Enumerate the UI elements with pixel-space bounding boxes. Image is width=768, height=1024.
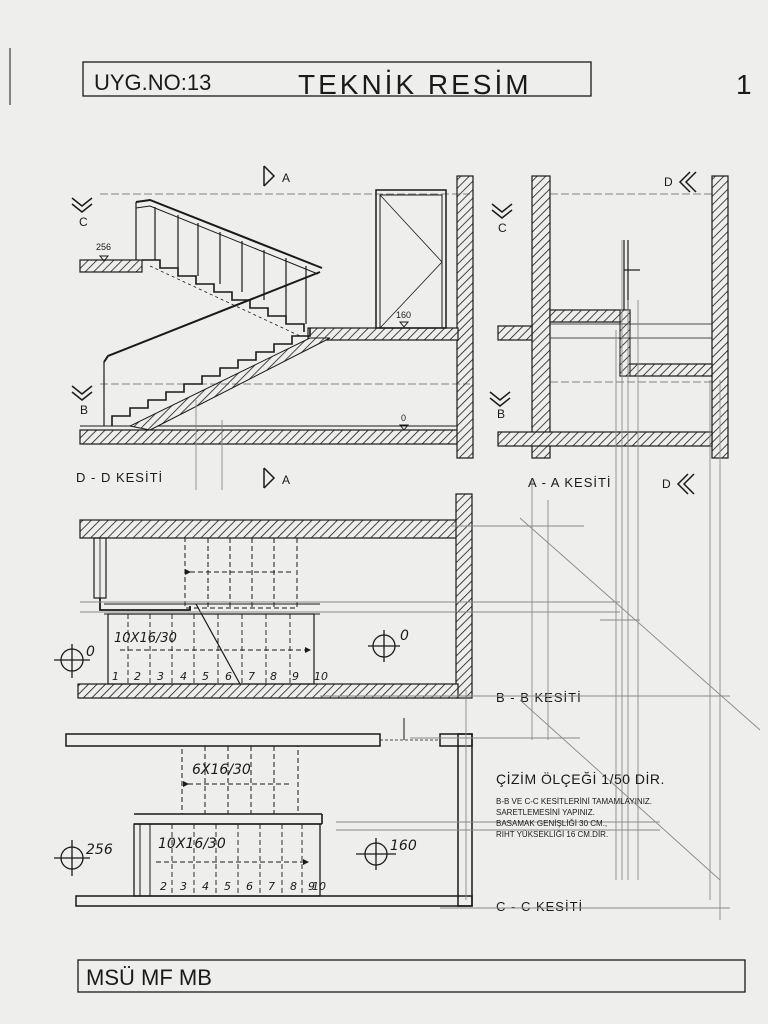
door-swing xyxy=(379,194,443,329)
svg-text:7: 7 xyxy=(268,880,275,893)
top-wall-bb xyxy=(79,519,459,539)
svg-text:4: 4 xyxy=(180,670,187,683)
level-circle-bb-left xyxy=(54,644,90,678)
level-cc-left: 256 xyxy=(86,842,113,858)
section-mark-a-bottom: A xyxy=(282,473,290,487)
level-circle-cc-right xyxy=(356,838,396,870)
section-mark-b-right: B xyxy=(497,407,505,421)
level-circle-cc-left xyxy=(54,840,90,876)
right-wall-dd xyxy=(456,175,474,459)
lower-flight-steps xyxy=(111,328,311,426)
upper-slab xyxy=(79,259,143,273)
svg-text:8: 8 xyxy=(290,880,297,893)
svg-text:3: 3 xyxy=(180,880,187,893)
svg-text:5: 5 xyxy=(202,670,209,683)
svg-text:2: 2 xyxy=(134,670,141,683)
stair-label-bb: 10X16/30 xyxy=(114,631,177,646)
level-circle-bb-right xyxy=(368,630,400,662)
svg-text:9: 9 xyxy=(292,670,299,683)
section-title-dd: D - D KESİTİ xyxy=(76,470,163,485)
svg-text:1: 1 xyxy=(112,670,119,683)
landing-slab xyxy=(307,327,459,341)
level-ground-dd: 0 xyxy=(401,413,406,423)
svg-text:8: 8 xyxy=(270,670,277,683)
section-mark-a-top: A xyxy=(282,171,290,185)
svg-text:7: 7 xyxy=(248,670,255,683)
landing-slab-aa xyxy=(549,309,631,323)
ground-slab-aa xyxy=(497,431,713,447)
plan-cc-drawing: 256 160 6X16/30 10X16/30 2 3 4 5 6 7 8 9… xyxy=(54,718,473,907)
section-mark-d-bottom: D xyxy=(662,477,671,491)
scale-note: ÇİZİM ÖLÇEĞİ 1/50 DİR. xyxy=(496,770,665,787)
upper-handrail xyxy=(135,198,323,269)
section-title-bb: B - B KESİTİ xyxy=(496,690,582,705)
level-cc-right: 160 xyxy=(390,838,417,854)
construction-lines xyxy=(80,240,761,920)
svg-text:10: 10 xyxy=(314,670,328,683)
upper-flight-steps xyxy=(142,259,305,332)
svg-text:6: 6 xyxy=(225,670,232,683)
svg-text:9: 9 xyxy=(308,880,315,893)
section-title-aa: A - A KESİTİ xyxy=(528,475,612,490)
sheet-title: TEKNİK RESİM xyxy=(298,69,532,100)
bottom-wall-cc xyxy=(75,895,473,907)
svg-text:10: 10 xyxy=(312,880,326,893)
right-wall-cc xyxy=(457,733,473,907)
svg-text:6: 6 xyxy=(246,880,253,893)
left-wall-aa xyxy=(531,175,551,459)
note-line-3: BASAMAK GENİŞLİĞİ 30 CM., xyxy=(496,819,607,828)
section-dd-drawing: 256 160 0 C B A A xyxy=(71,165,474,489)
level-landing-dd: 160 xyxy=(396,310,411,320)
notes-block: ÇİZİM ÖLÇEĞİ 1/50 DİR. B-B VE C-C KESİTL… xyxy=(496,770,665,839)
section-aa-drawing: C B D D xyxy=(489,171,729,495)
level-upper-dd: 256 xyxy=(96,242,111,252)
exercise-number: UYG.NO:13 xyxy=(94,70,211,95)
sheet-number: 1 xyxy=(736,69,752,100)
svg-text:4: 4 xyxy=(202,880,209,893)
section-title-cc: C - C KESİTİ xyxy=(496,899,583,914)
stair-label-cc-upper: 6X16/30 xyxy=(192,762,251,778)
svg-text:5: 5 xyxy=(224,880,231,893)
section-mark-d-top: D xyxy=(664,175,673,189)
top-wall-cc xyxy=(65,733,381,747)
note-line-2: SARETLEMESİNİ YAPINIZ. xyxy=(496,808,595,817)
level-bb-left: 0 xyxy=(86,644,95,660)
cut-line-bb xyxy=(195,603,241,685)
right-wall-bb xyxy=(455,493,473,699)
note-line-4: RIHT YÜKSEKLİĞİ 16 CM.DİR. xyxy=(496,830,608,839)
door-frame xyxy=(375,189,447,329)
section-mark-c-right: C xyxy=(498,221,507,235)
footer-text: MSÜ MF MB xyxy=(86,965,212,990)
footer-block: MSÜ MF MB xyxy=(77,959,746,993)
svg-text:3: 3 xyxy=(157,670,164,683)
stair-label-cc-lower: 10X16/30 xyxy=(158,836,226,852)
level-bb-right: 0 xyxy=(400,628,409,644)
ground-slab xyxy=(79,429,461,445)
lower-handrail xyxy=(103,271,321,363)
section-mark-b-left: B xyxy=(80,403,88,417)
svg-text:2: 2 xyxy=(160,880,167,893)
step-numbers-bb: 1 2 3 4 5 6 7 8 9 10 xyxy=(112,670,328,683)
title-block: UYG.NO:13 TEKNİK RESİM 1 xyxy=(82,61,752,100)
section-mark-c-left: C xyxy=(79,215,88,229)
step-numbers-cc: 2 3 4 5 6 7 8 9 10 xyxy=(160,880,326,893)
note-line-1: B-B VE C-C KESİTLERİNİ TAMAMLAYINIZ. xyxy=(496,797,652,806)
plan-bb-drawing: 0 0 10X16/30 1 2 3 4 5 6 7 8 9 10 xyxy=(54,493,473,699)
